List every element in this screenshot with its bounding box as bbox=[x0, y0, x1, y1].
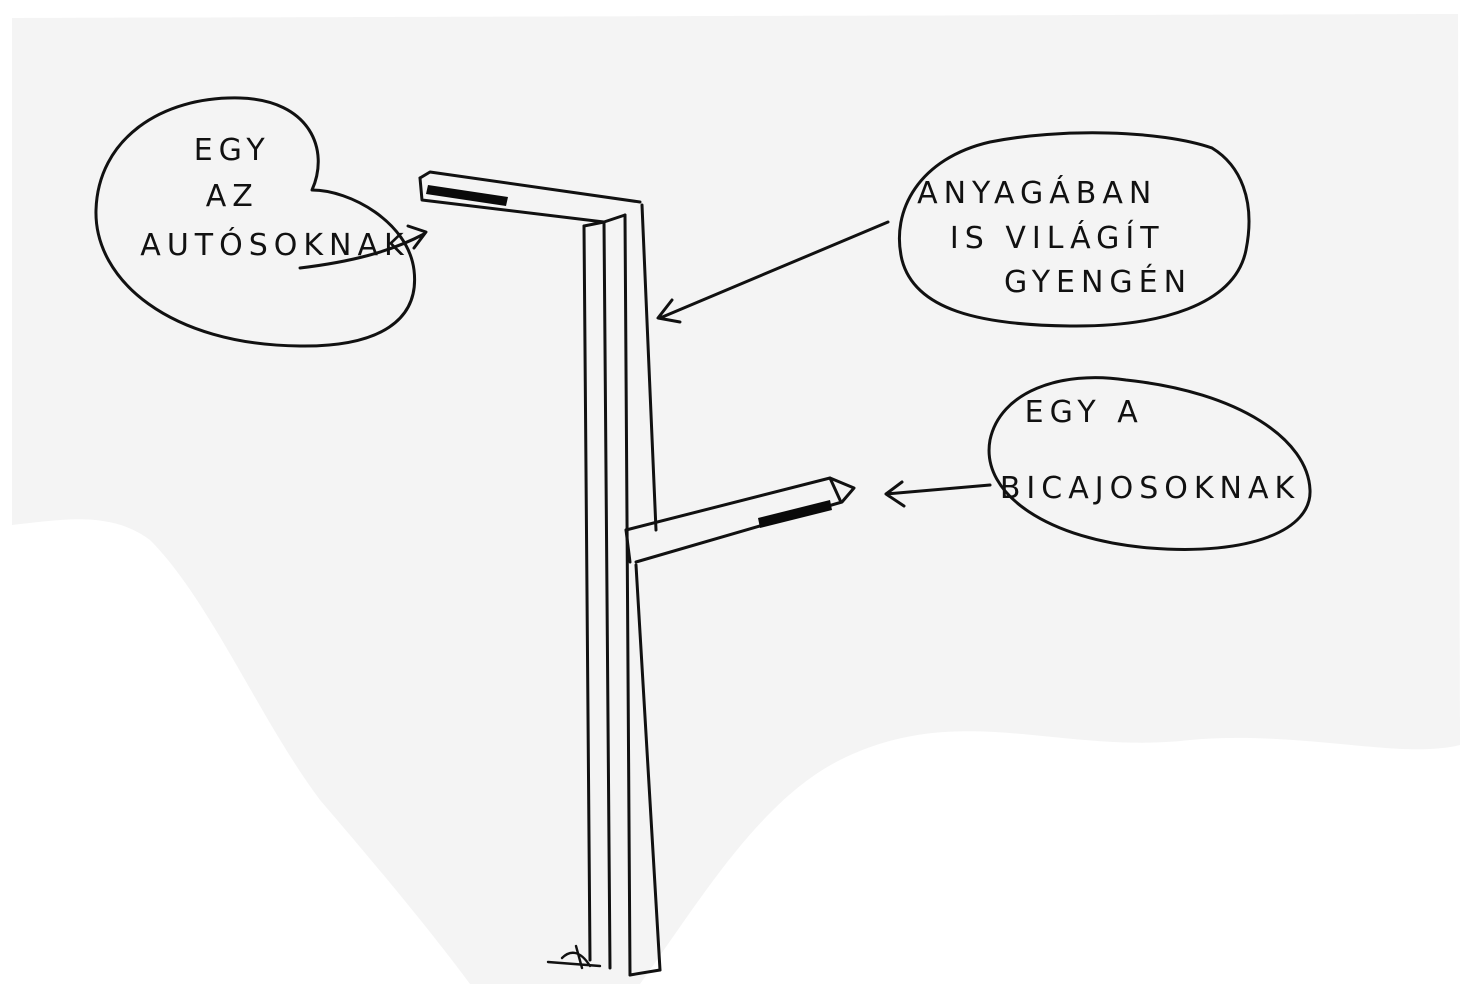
pole-material-callout: ANYAGÁBAN IS VILÁGÍT GYENGÉN bbox=[656, 131, 1251, 328]
bike-lamp-callout: EGY A BICAJOSOKNAK bbox=[884, 376, 1312, 551]
pole-material-label-line-2: IS VILÁGÍT bbox=[950, 220, 1165, 256]
bike-lamp-label-line-1: EGY A bbox=[1025, 395, 1144, 430]
paper-sheet bbox=[12, 14, 1460, 984]
svg-text:EGY AZ AUTÓSOKNAK: EGY AZ AUTÓSOKNAK bbox=[140, 133, 409, 263]
car-lamp-label-line-3: AUTÓSOKNAK bbox=[140, 226, 409, 263]
bike-lamp-bubble bbox=[987, 376, 1312, 551]
car-lamp-arrow bbox=[298, 224, 428, 270]
bike-lamp-head bbox=[758, 500, 832, 528]
bike-lamp-arrow bbox=[884, 480, 992, 508]
pole-material-bubble bbox=[897, 131, 1251, 328]
car-lamp-head bbox=[426, 185, 508, 206]
car-lamp-label-line-1: EGY bbox=[194, 133, 271, 168]
pole-material-label-line-3: GYENGÉN bbox=[1004, 264, 1192, 300]
pole-material-arrow bbox=[656, 220, 890, 324]
svg-text:EGY A BICAJOSOKNAK: EGY A BICAJOSOKNAK bbox=[1000, 395, 1300, 506]
bike-lamp-label-line-2: BICAJOSOKNAK bbox=[1000, 471, 1300, 506]
pole-material-label-line-1: ANYAGÁBAN bbox=[917, 175, 1157, 211]
car-lamp-label-line-2: AZ bbox=[206, 179, 259, 214]
lamp-pole bbox=[418, 170, 856, 977]
svg-text:ANYAGÁBAN IS VILÁGÍT: ANYAGÁBAN IS VILÁGÍT GYENGÉN bbox=[917, 175, 1192, 300]
car-lamp-callout: EGY AZ AUTÓSOKNAK bbox=[94, 96, 428, 348]
car-lamp-bubble bbox=[94, 96, 417, 348]
